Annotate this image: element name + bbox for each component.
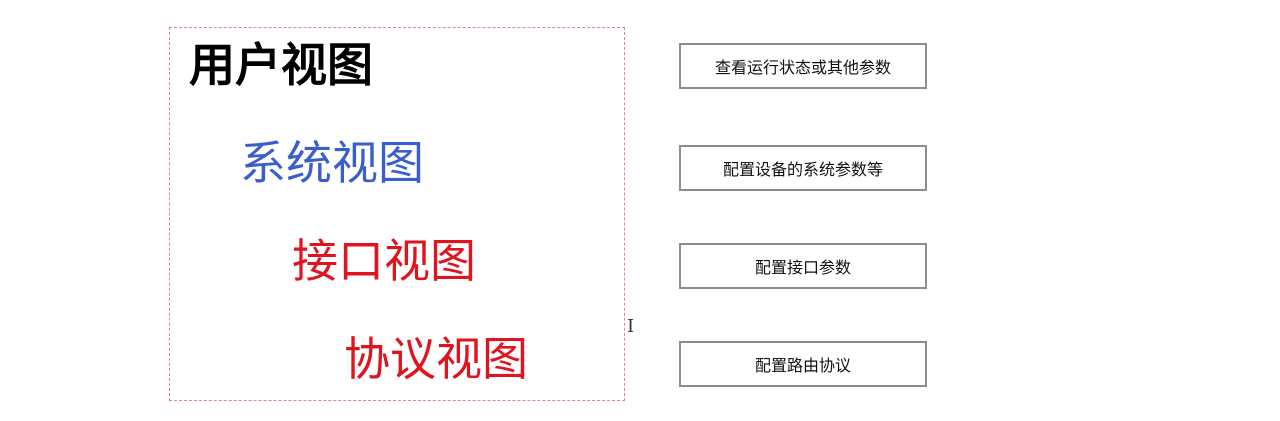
interface-view-label: 接口视图	[292, 234, 476, 288]
description-box-interface-params: 配置接口参数	[679, 243, 927, 289]
description-box-system-params: 配置设备的系统参数等	[679, 145, 927, 191]
text-cursor-icon: I	[627, 316, 635, 337]
system-view-label: 系统视图	[240, 136, 424, 190]
views-container	[169, 27, 625, 401]
protocol-view-label: 协议视图	[344, 332, 528, 386]
description-box-routing-protocol: 配置路由协议	[679, 341, 927, 387]
description-box-status: 查看运行状态或其他参数	[679, 43, 927, 89]
user-view-label: 用户视图	[189, 38, 373, 92]
